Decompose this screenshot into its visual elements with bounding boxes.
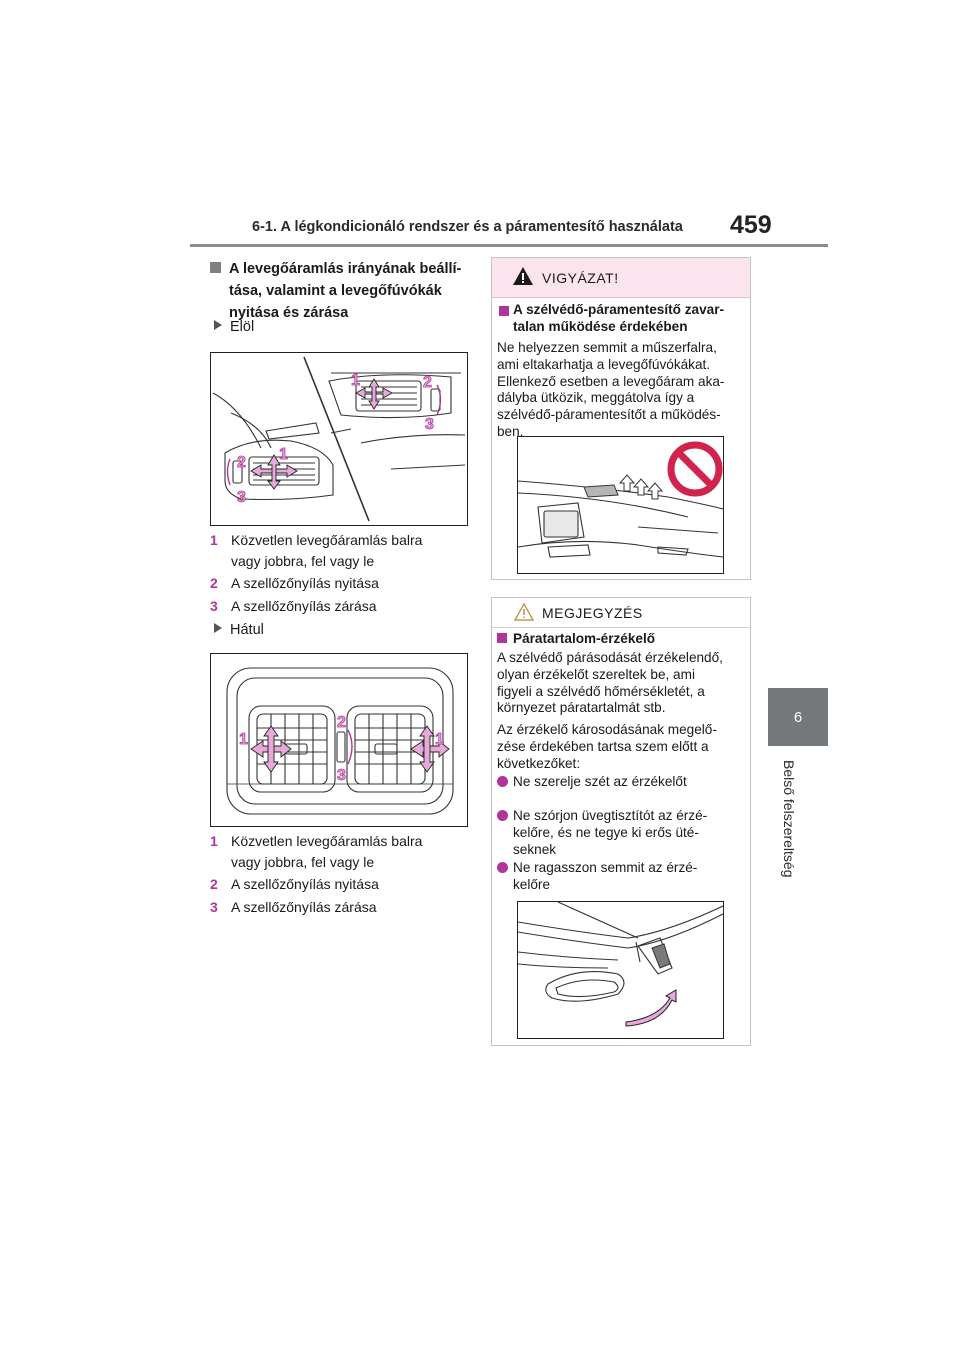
chapter-tab[interactable]: 6 <box>768 688 828 746</box>
square-bullet-icon <box>499 306 509 316</box>
note-box: MEGJEGYZÉS Páratartalom-érzékelő A szélv… <box>491 597 751 1046</box>
chapter-number: 6 <box>793 708 803 726</box>
front-callout-2: 2 <box>237 454 246 471</box>
rear-item-1: 1 Közvetlen levegőáramlás balra vagy job… <box>210 833 423 870</box>
circle-bullet-icon <box>497 862 508 873</box>
rear-label: Hátul <box>214 622 264 638</box>
header-divider <box>190 244 828 247</box>
mirror-sensor-illustration <box>517 901 724 1027</box>
front-vents-illustration: 1 2 3 1 2 3 <box>212 356 466 522</box>
warning-header: VIGYÁZAT! <box>492 258 750 298</box>
note-subheading: Páratartalom-érzékelő <box>497 631 745 646</box>
prohibited-icon <box>667 441 723 497</box>
front-item-3: 3 A szellőzőnyílás zárása <box>210 598 377 614</box>
warning-triangle-icon <box>513 267 533 285</box>
warning-box: VIGYÁZAT! A szélvédő-páramentesítő zavar… <box>491 257 751 580</box>
rear-item-2: 2 A szellőzőnyílás nyitása <box>210 876 379 892</box>
section-title: 6-1. A légkondicionáló rendszer és a pár… <box>252 219 683 235</box>
page-number: 459 <box>730 211 772 239</box>
rear-callout-2: 2 <box>337 714 346 731</box>
square-bullet-icon <box>497 633 507 643</box>
section-heading: A levegőáramlás irányának beállí- tása, … <box>210 258 478 324</box>
rear-callout-1b: 1 <box>435 731 444 748</box>
rear-vents-illustration: 1 1 2 3 <box>226 667 454 815</box>
circle-bullet-icon <box>497 810 508 821</box>
note-body-2: Az érzékelő károsodásának megelő- zése é… <box>497 722 717 771</box>
chapter-title: Belső felszereltség <box>781 760 797 878</box>
dashboard-illustration <box>517 441 724 558</box>
front-item-2: 2 A szellőzőnyílás nyitása <box>210 575 379 591</box>
rear-callout-3: 3 <box>337 767 346 784</box>
warning-subheading: A szélvédő-páramentesítő zavar- talan mű… <box>499 302 745 336</box>
mirror-sensor-figure <box>517 901 724 1039</box>
rear-vents-figure: 1 1 2 3 <box>210 653 468 827</box>
front-item-1: 1 Közvetlen levegőáramlás balra vagy job… <box>210 532 423 569</box>
heading-line: tása, valamint a levegőfúvókák <box>229 283 442 299</box>
warning-title: VIGYÁZAT! <box>542 270 619 286</box>
front-callout-3: 3 <box>237 489 246 506</box>
note-body: A szélvédő párásodását érzékelendő, olya… <box>497 650 723 716</box>
front-callout-3b: 3 <box>425 416 434 433</box>
front-callout-2b: 2 <box>423 374 432 391</box>
front-label: Elöl <box>214 319 254 335</box>
note-header: MEGJEGYZÉS <box>492 598 750 628</box>
front-callout-1: 1 <box>279 446 288 463</box>
triangle-bullet-icon <box>214 623 222 633</box>
note-bullet-3: Ne ragasszon semmit az érzé- kelőre <box>497 860 747 894</box>
dashboard-figure <box>517 436 724 574</box>
triangle-bullet-icon <box>214 320 222 330</box>
circle-bullet-icon <box>497 776 508 787</box>
rear-item-3: 3 A szellőzőnyílás zárása <box>210 899 377 915</box>
front-vents-figure: 1 2 3 1 2 3 <box>210 352 468 526</box>
heading-line: nyitása és zárása <box>229 305 349 321</box>
note-bullet-2: Ne szórjon üvegtisztítót az érzé- kelőre… <box>497 808 747 858</box>
caution-triangle-outline-icon <box>514 603 534 621</box>
rear-callout-1: 1 <box>239 731 248 748</box>
front-callout-1b: 1 <box>351 372 360 389</box>
note-title: MEGJEGYZÉS <box>542 605 643 621</box>
square-bullet-icon <box>210 262 221 273</box>
heading-line: A levegőáramlás irányának beállí- <box>229 261 462 277</box>
note-bullet-1: Ne szerelje szét az érzékelőt <box>497 774 747 791</box>
warning-body: Ne helyezzen semmit a műszerfalra, ami e… <box>497 340 725 439</box>
